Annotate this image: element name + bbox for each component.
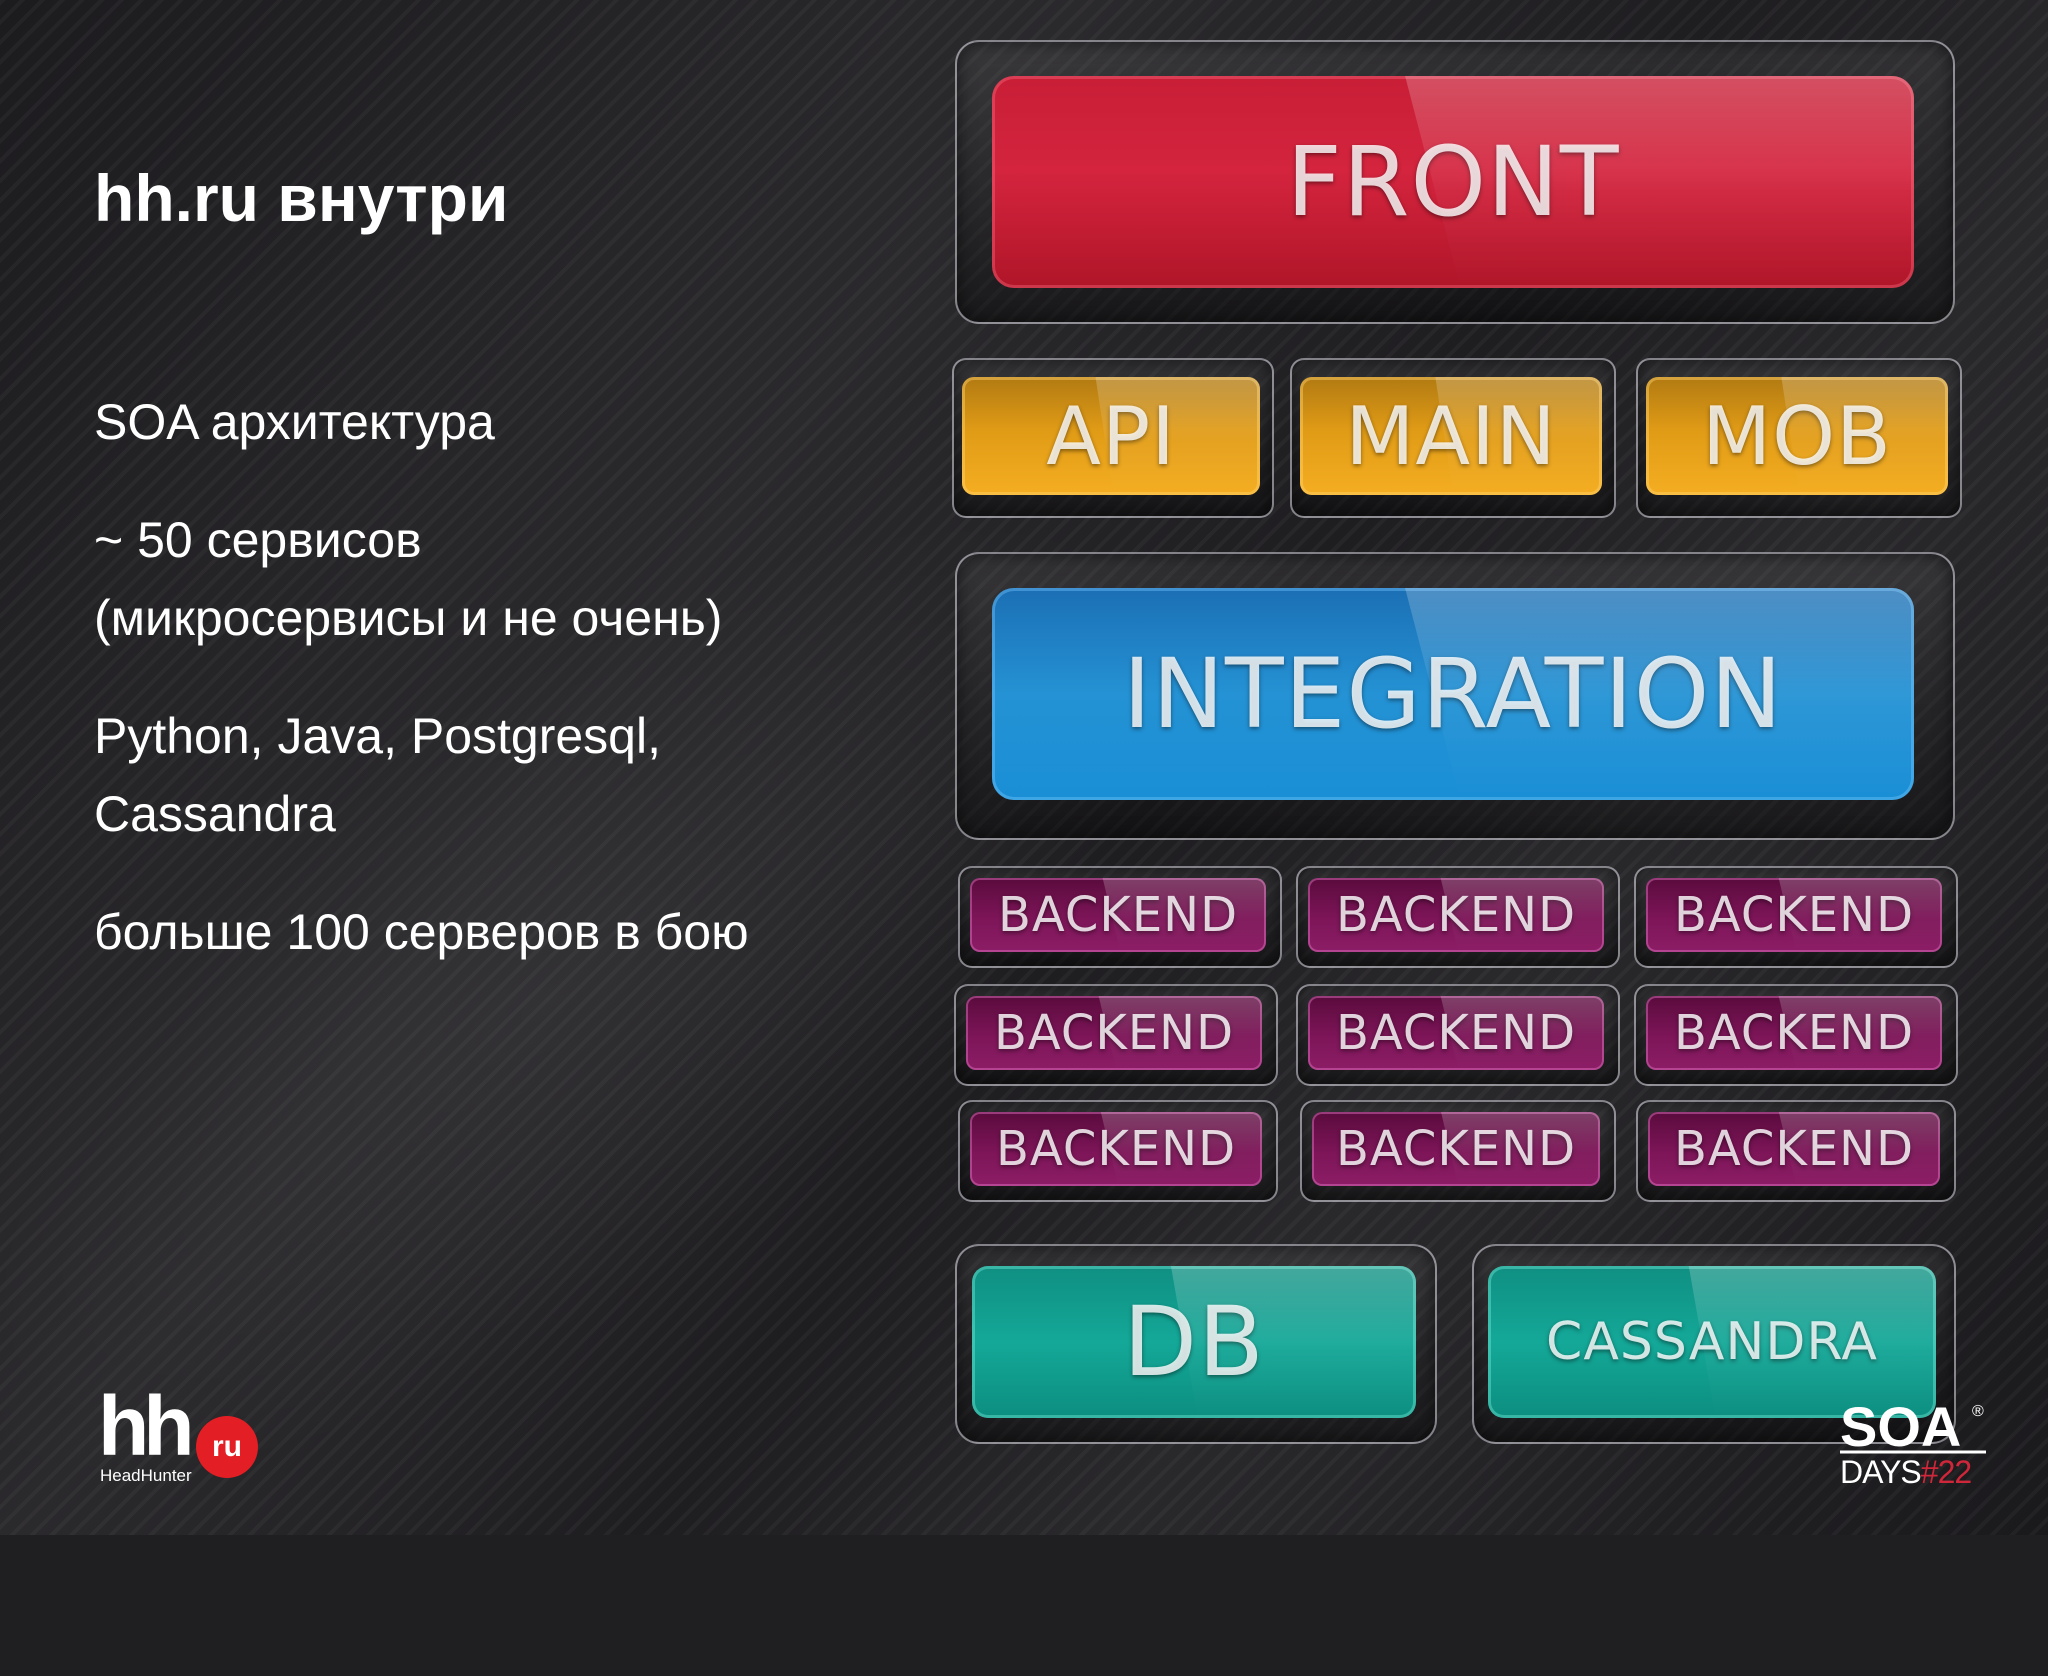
backend-label: BACKEND — [1673, 1121, 1915, 1177]
bullet-2: ~ 50 сервисов (микросервисы и не очень) — [94, 512, 723, 646]
backend-label: BACKEND — [1335, 887, 1577, 943]
integration-block: INTEGRATION — [992, 588, 1914, 800]
cassandra-block: CASSANDRA — [1488, 1266, 1936, 1418]
cassandra-label: CASSANDRA — [1546, 1312, 1878, 1372]
backend-block: BACKEND — [1312, 1112, 1600, 1186]
soa-logo-registered: ® — [1972, 1403, 1984, 1420]
backend-block: BACKEND — [1648, 1112, 1940, 1186]
api-block: API — [962, 377, 1260, 495]
api-label: API — [1046, 389, 1176, 483]
front-label: FRONT — [1286, 126, 1620, 238]
hh-logo-mark: hh — [98, 1379, 195, 1473]
backend-block: BACKEND — [970, 1112, 1262, 1186]
backend-block: BACKEND — [1646, 996, 1942, 1070]
main-label: MAIN — [1345, 389, 1557, 483]
soa-days-word: DAYS — [1840, 1454, 1922, 1490]
slide-title: hh.ru внутри — [94, 161, 509, 235]
backend-block: BACKEND — [1308, 878, 1604, 952]
backend-label: BACKEND — [995, 1121, 1237, 1177]
backend-block: BACKEND — [966, 996, 1262, 1070]
backend-label: BACKEND — [997, 887, 1239, 943]
soa-logo-text: SOA — [1840, 1395, 1961, 1458]
hh-logo-ru: ru — [212, 1430, 242, 1463]
backend-block: BACKEND — [1308, 996, 1604, 1070]
backend-block: BACKEND — [1646, 878, 1942, 952]
backend-label: BACKEND — [1673, 1005, 1915, 1061]
bullet-3: Python, Java, Postgresql, Cassandra — [94, 708, 661, 842]
mob-label: MOB — [1702, 389, 1892, 483]
hh-logo-badge: ru — [196, 1416, 258, 1478]
integration-label: INTEGRATION — [1122, 638, 1784, 750]
hh-logo-caption: HeadHunter — [100, 1466, 192, 1485]
backend-label: BACKEND — [1335, 1121, 1577, 1177]
mob-block: MOB — [1646, 377, 1948, 495]
bullet-list: SOA архитектура ~ 50 сервисов (микросерв… — [94, 383, 749, 1011]
front-block: FRONT — [992, 76, 1914, 288]
db-block: DB — [972, 1266, 1416, 1418]
backend-block: BACKEND — [970, 878, 1266, 952]
backend-label: BACKEND — [993, 1005, 1235, 1061]
backend-label: BACKEND — [1335, 1005, 1577, 1061]
bullet-4: больше 100 серверов в бою — [94, 904, 749, 960]
backend-label: BACKEND — [1673, 887, 1915, 943]
soa-days-number: #22 — [1920, 1454, 1972, 1490]
soa-days-text: DAYS#22 — [1840, 1454, 1972, 1491]
bullet-1: SOA архитектура — [94, 394, 495, 450]
main-block: MAIN — [1300, 377, 1602, 495]
db-label: DB — [1123, 1286, 1265, 1398]
soa-days-logo: SOA ® — [1840, 1395, 1986, 1458]
